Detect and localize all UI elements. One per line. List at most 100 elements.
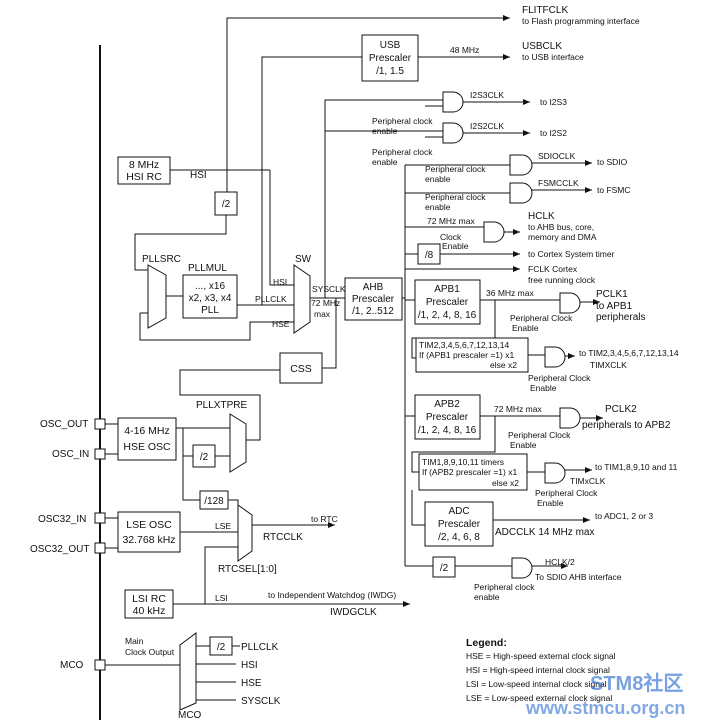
tim-apb2-text-3: else x2 bbox=[492, 478, 519, 488]
pclk2-label: PCLK2 bbox=[605, 404, 637, 415]
usb-prescaler-text-3: /1, 1.5 bbox=[376, 66, 404, 77]
tim-apb1-enable-2: Enable bbox=[530, 383, 557, 393]
pll-box bbox=[182, 274, 238, 319]
lsi-rc-label: LSI RC bbox=[132, 593, 166, 605]
sysclk-label: SYSCLK bbox=[312, 284, 346, 294]
sw-hsi-input-label: HSI bbox=[273, 277, 287, 287]
tim-apb2-box bbox=[418, 453, 528, 491]
lse-osc-freq: 32.768 kHz bbox=[122, 534, 175, 546]
osc-in-pin bbox=[94, 448, 106, 460]
hclk2-label: HCLK/2 bbox=[545, 557, 575, 567]
adcclk-label: ADCCLK 14 MHz max bbox=[495, 527, 594, 538]
hclk2-enable-1: Peripheral clock bbox=[474, 582, 535, 592]
adc-text-3: /2, 4, 6, 8 bbox=[438, 532, 480, 543]
hsi-rc-freq-label: 8 MHz bbox=[129, 159, 159, 171]
pll-to-usb-wire bbox=[261, 56, 362, 305]
osc-out-pin-label: OSC_OUT bbox=[40, 419, 88, 430]
usb-prescaler-text-1: USB bbox=[380, 40, 401, 51]
flitfclk-wire bbox=[226, 15, 510, 170]
css-label: CSS bbox=[290, 363, 312, 375]
apb2-to-adc-wire bbox=[411, 490, 425, 526]
watermark-url: www.stmcu.org.cn bbox=[525, 698, 685, 718]
osc32-out-pin-label: OSC32_OUT bbox=[30, 544, 89, 555]
tim-apb2-enable-1: Peripheral Clock bbox=[535, 488, 598, 498]
hsi-rc-label: HSI RC bbox=[126, 171, 162, 183]
hclk2-gate bbox=[511, 557, 533, 579]
fclk-label-2: free running clock bbox=[528, 275, 596, 285]
tim-apb1-text-2: If (APB1 prescaler =1) x1 bbox=[419, 350, 514, 360]
flitfclk-desc: to Flash programming interface bbox=[522, 16, 640, 26]
apb1-text-1: APB1 bbox=[434, 284, 460, 295]
flitfclk-label: FLITFCLK bbox=[522, 5, 568, 16]
fsmc-gate bbox=[509, 182, 533, 204]
osc-in-pin-label: OSC_IN bbox=[52, 449, 89, 460]
pclk2-desc: peripherals to APB2 bbox=[582, 420, 671, 431]
tim-apb2-gate bbox=[544, 462, 566, 484]
rtcsel-label: RTCSEL[1:0] bbox=[218, 564, 277, 575]
tim-apb1-gate bbox=[544, 346, 566, 368]
hse-to-div128-wire bbox=[182, 440, 200, 501]
legend-item-lse: LSE = Low-speed external clock signal bbox=[466, 693, 612, 703]
fsmc-enable-1: Peripheral clock bbox=[425, 192, 486, 202]
usb-prescaler-box bbox=[361, 34, 419, 82]
pclk1-desc-1: to APB1 bbox=[596, 301, 633, 312]
hse-osc-box bbox=[117, 417, 177, 461]
pll-text-2: x2, x3, x4 bbox=[189, 293, 232, 304]
i2s3-enable-label-2: enable bbox=[372, 126, 398, 136]
mco-input-sysclk: SYSCLK bbox=[241, 696, 281, 707]
apb2-enable-1: Peripheral Clock bbox=[508, 430, 571, 440]
sysclk-max-1: 72 MHz bbox=[311, 298, 340, 308]
cortex-timer-label: to Cortex System timer bbox=[528, 249, 615, 259]
usb-prescaler-text-2: Prescaler bbox=[369, 53, 412, 64]
pll-text-3: PLL bbox=[201, 305, 219, 316]
apb2-max-label: 72 MHz max bbox=[494, 404, 542, 414]
sdio-gate bbox=[509, 154, 533, 176]
mco-pin-label: MCO bbox=[60, 660, 84, 671]
to-sdio-ahb-label: To SDIO AHB interface bbox=[535, 572, 622, 582]
lsi-to-rtcsel-wire bbox=[204, 546, 238, 604]
lsi-rc-box bbox=[124, 589, 174, 619]
sysclk-max-2: max bbox=[314, 309, 331, 319]
pclk1-gate bbox=[559, 292, 581, 314]
apb1-enable-2: Enable bbox=[512, 323, 539, 333]
mco-mux-label: MCO bbox=[178, 710, 202, 721]
mco-main-label: Main bbox=[125, 636, 144, 646]
hclk-div2-label: /2 bbox=[440, 563, 449, 574]
tim-apb2-enable-2: Enable bbox=[537, 498, 564, 508]
sw-mux bbox=[293, 264, 311, 334]
i2s3-enable-label-1: Peripheral clock bbox=[372, 116, 433, 126]
mco-input-hsi: HSI bbox=[241, 660, 258, 671]
lse-osc-box bbox=[117, 511, 181, 553]
mco-mux bbox=[179, 632, 197, 711]
osc32-out-pin bbox=[94, 542, 106, 554]
hse-div2-label: /2 bbox=[200, 452, 209, 463]
hclk-clock-enable-1: Clock bbox=[440, 232, 462, 242]
css-to-sysclk-wire bbox=[322, 298, 337, 369]
osc-out-pin bbox=[94, 418, 106, 430]
iwdgclk-label: IWDGCLK bbox=[330, 607, 377, 618]
hse-osc-label: HSE OSC bbox=[123, 441, 171, 453]
sw-hse-label: HSE bbox=[272, 319, 290, 329]
fclk-label-1: FCLK Cortex bbox=[528, 264, 578, 274]
tim-apb2-text-2: If (APB2 prescaler =1) x1 bbox=[422, 467, 517, 477]
legend-item-lsi: LSI = Low-speed internal clock signal bbox=[466, 679, 607, 689]
apb1-to-tim-wire bbox=[411, 300, 496, 359]
lsi-rc-freq: 40 kHz bbox=[133, 605, 166, 617]
rtcsel-mux bbox=[237, 504, 253, 562]
to-i2s2-label: to I2S2 bbox=[540, 128, 567, 138]
ahb-prescaler-box bbox=[344, 277, 403, 321]
apb2-text-2: Prescaler bbox=[426, 412, 469, 423]
sdio-enable-2: enable bbox=[425, 174, 451, 184]
sw-label: SW bbox=[295, 254, 312, 265]
pclk1-desc-2: peripherals bbox=[596, 312, 645, 323]
div128-to-rtcsel-wire bbox=[228, 499, 239, 512]
hclk-max-label: 72 MHz max bbox=[427, 216, 475, 226]
hsi-to-sw-wire bbox=[269, 170, 294, 286]
mco-div2-label: /2 bbox=[217, 642, 226, 653]
apb1-text-2: Prescaler bbox=[426, 297, 469, 308]
apb2-text-3: /1, 2, 4, 8, 16 bbox=[418, 425, 477, 436]
div2-to-pllsrc-wire bbox=[134, 215, 227, 271]
hclk2-enable-2: enable bbox=[474, 592, 500, 602]
watermark-logo: STM8社区 bbox=[590, 671, 683, 695]
